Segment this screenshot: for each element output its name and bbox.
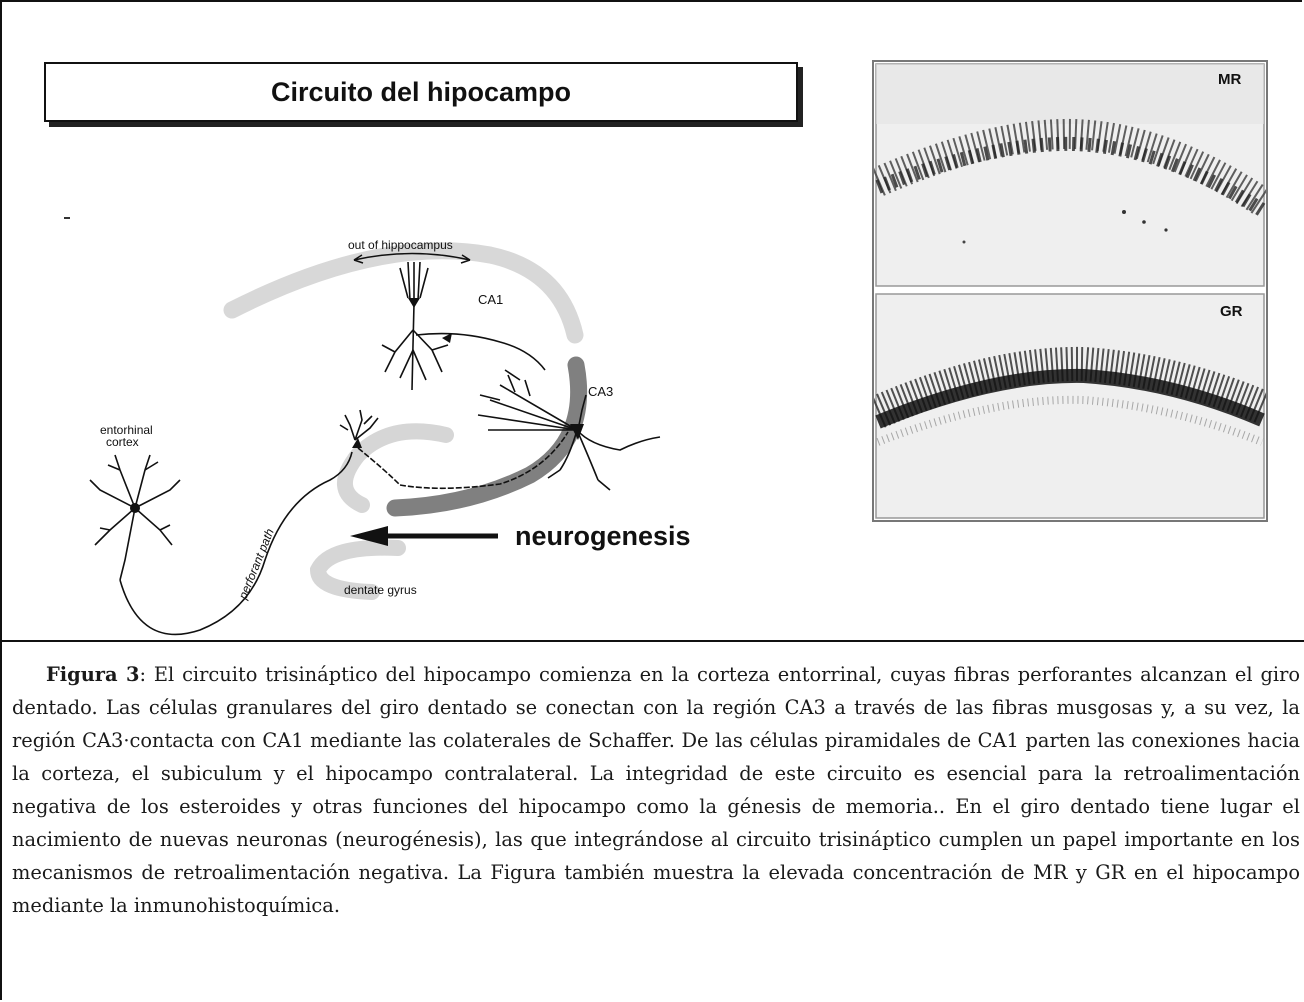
figure-caption-text: : El circuito trisináptico del hipocampo… (12, 663, 1301, 917)
gr-label: GR (1220, 303, 1243, 320)
diagram-title: Circuito del hipocampo (270, 76, 572, 107)
dentate-gyrus-label: dentate gyrus (344, 583, 417, 597)
ca3-label: CA3 (588, 384, 613, 399)
entorhinal-label-line1: entorhinal (100, 423, 153, 437)
immunohistochemistry-micrographs: MR GR (872, 60, 1268, 522)
stray-mark (64, 217, 70, 219)
figure-caption-divider (0, 640, 1304, 642)
perforant-path-fiber (119, 451, 353, 636)
figure-caption-label: Figura 3 (46, 663, 140, 686)
entorhinal-stellate-neuron (89, 454, 181, 581)
ca3-pyramidal-neuron (477, 369, 661, 491)
out-of-hippocampus-label: out of hippocampus (348, 238, 453, 252)
entorhinal-label-line2: cortex (106, 435, 139, 449)
dentate-granule-cell (339, 409, 569, 490)
mr-micrograph-panel: MR (874, 63, 1266, 287)
dentate-gyrus-region (309, 423, 454, 600)
neurogenesis-label: neurogenesis (515, 521, 691, 551)
ca1-pyramidal-neuron (381, 261, 546, 391)
ca1-label: CA1 (478, 292, 503, 307)
gr-micrograph-panel: GR (874, 293, 1266, 519)
perforant-path-label: perforant path (235, 526, 276, 602)
mr-label: MR (1218, 71, 1241, 88)
hippocampus-circuit-diagram: out of hippocampus CA1 CA3 perforant pat… (64, 217, 691, 636)
ca1-region-arc (223, 242, 584, 344)
out-of-hippocampus-arrow (353, 252, 471, 261)
diagram-title-box: Circuito del hipocampo (44, 62, 798, 122)
ca1-arrowhead (442, 333, 452, 343)
ca3-region-band (386, 356, 588, 517)
figure-caption: Figura 3: El circuito trisináptico del h… (12, 658, 1300, 922)
